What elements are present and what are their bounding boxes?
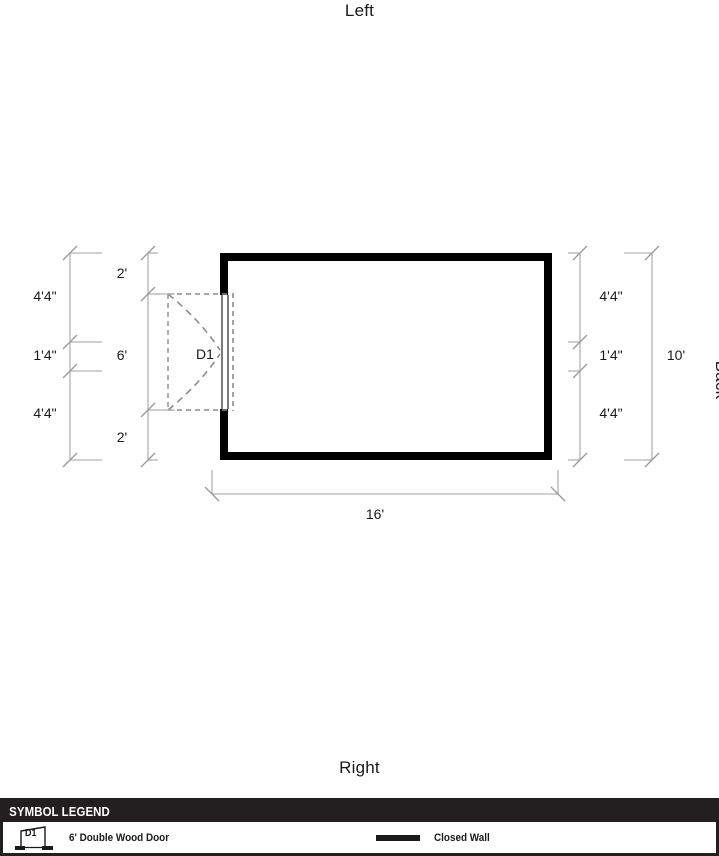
door-swing-arc-bottom: [167, 353, 221, 411]
door-symbol-icon: D1: [11, 825, 57, 851]
wall-outline: [220, 253, 552, 460]
dim-right-inner-2: 1'4": [599, 347, 623, 363]
door-tag-d1: D1: [196, 346, 214, 362]
dim-left-inner-3: 2': [116, 429, 128, 445]
dimension-chain-bottom: [204, 470, 566, 502]
dim-left-outer-3: 4'4": [33, 405, 57, 421]
symbol-legend: SYMBOL LEGEND D1 6' Double Wood Door Clo…: [0, 798, 719, 856]
legend-item-wall: Closed Wall: [376, 822, 496, 853]
orientation-label-right: Right: [339, 758, 380, 777]
dim-right-inner-1: 4'4": [599, 288, 623, 304]
legend-title: SYMBOL LEGEND: [3, 801, 719, 822]
dim-right-outer-total: 10': [666, 347, 686, 363]
floor-plan-drawing: [62, 245, 660, 502]
legend-item-door: D1 6' Double Wood Door: [11, 822, 180, 853]
dim-left-outer-1: 4'4": [33, 288, 57, 304]
legend-door-tag: D1: [25, 827, 37, 839]
dimension-chain-right-inner: [568, 245, 588, 468]
door-opening-gap: [218, 295, 230, 409]
dim-bottom-total: 16': [365, 506, 385, 522]
dimension-chain-left-outer: [62, 245, 102, 468]
dim-left-outer-2: 1'4": [33, 347, 57, 363]
legend-wall-label: Closed Wall: [434, 831, 490, 844]
dimension-chain-left-inner: [140, 245, 158, 468]
dim-left-inner-1: 2': [116, 265, 128, 281]
legend-body: D1 6' Double Wood Door Closed Wall: [3, 822, 716, 853]
orientation-label-left: Left: [344, 1, 375, 20]
legend-door-label: 6' Double Wood Door: [69, 831, 170, 844]
dimension-chain-right-outer: [624, 245, 660, 468]
wall-symbol-icon: [376, 834, 420, 841]
building-walls: [218, 253, 552, 460]
door-swing-arc-top: [167, 293, 221, 351]
door-d1: [156, 293, 234, 411]
dim-right-inner-3: 4'4": [599, 405, 623, 421]
dim-left-inner-2: 6': [116, 347, 128, 363]
